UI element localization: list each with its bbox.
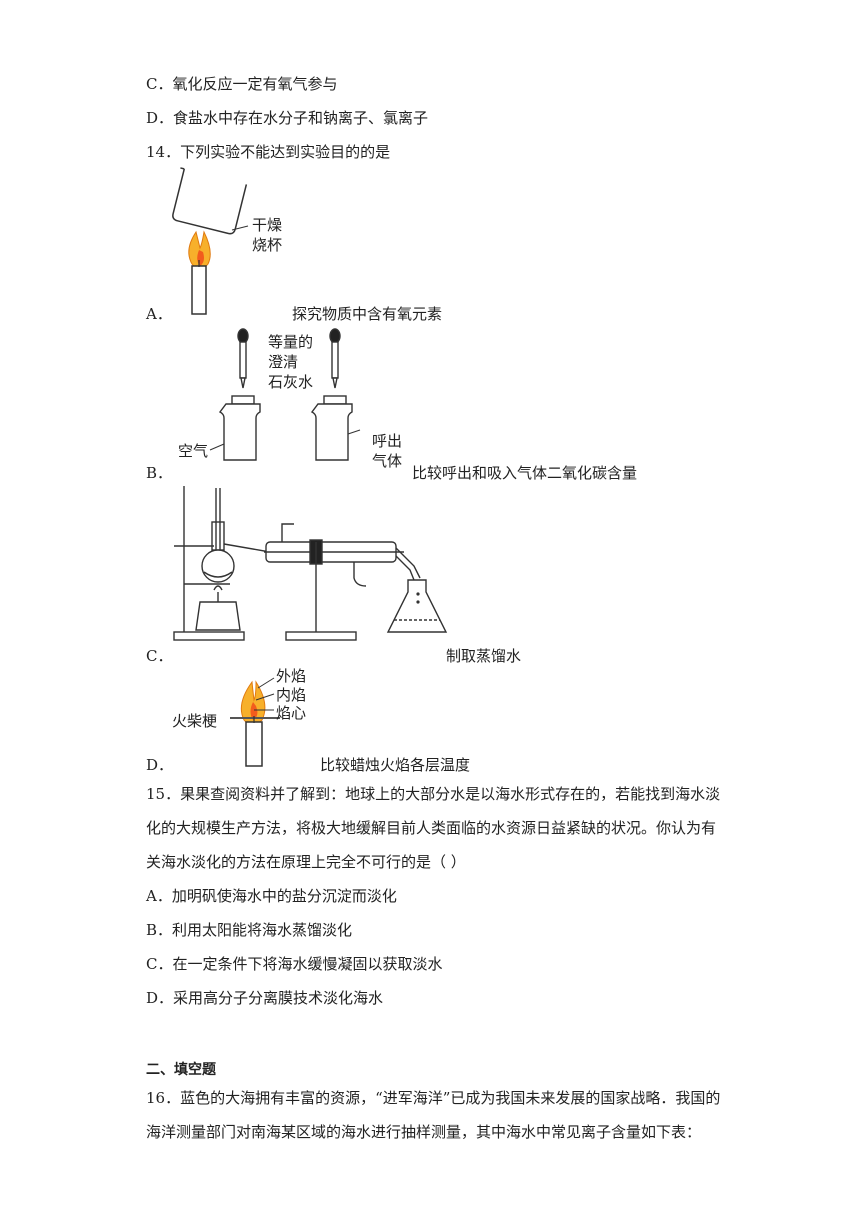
q13-option-c: C．氧化反应一定有氧气参与 (146, 75, 338, 93)
candle-beaker-diagram (172, 167, 249, 315)
q15-option-c: C．在一定条件下将海水缓慢凝固以获取淡水 (146, 955, 443, 973)
q16-line-1: 16．蓝色的大海拥有丰富的资源，“进军海洋”已成为我国未来发展的国家战略．我国的 (146, 1089, 721, 1107)
air-label: 空气 (178, 442, 209, 460)
q14-b-letter: B． (146, 464, 173, 482)
exhaled-gas-label-1: 呼出 (372, 432, 403, 450)
candle-flame-layers-diagram (230, 677, 280, 767)
q14-stem: 14．下列实验不能达到实验目的的是 (146, 143, 391, 161)
q14-a-letter: A． (146, 305, 172, 323)
dry-beaker-label-1: 干燥 (252, 216, 283, 234)
matchstick-label: 火柴梗 (172, 712, 218, 730)
q15-option-b: B．利用太阳能将海水蒸馏淡化 (146, 921, 353, 939)
limewater-label-3: 石灰水 (268, 373, 314, 391)
q15-option-d: D．采用高分子分离膜技术淡化海水 (146, 989, 384, 1007)
outer-flame-label: 外焰 (276, 667, 307, 685)
limewater-label-1: 等量的 (268, 333, 314, 351)
dry-beaker-label-2: 烧杯 (252, 236, 283, 254)
inner-flame-label: 内焰 (276, 686, 307, 704)
gas-bottles-diagram (209, 328, 361, 461)
q15-stem-line-2: 化的大规模生产方法，将极大地缓解目前人类面临的水资源日益紧缺的状况。你认为有 (146, 819, 717, 837)
section-title: 二、填空题 (146, 1062, 216, 1078)
limewater-label-2: 澄清 (268, 353, 299, 371)
q15-stem-line-3: 关海水淡化的方法在原理上完全不可行的是（ ） (146, 853, 466, 871)
q14-d-caption: 比较蜡烛火焰各层温度 (320, 756, 471, 774)
q14-d-letter: D． (146, 756, 174, 774)
q15-option-a: A．加明矾使海水中的盐分沉淀而淡化 (146, 887, 397, 905)
distillation-apparatus-diagram (173, 486, 448, 641)
flame-core-label: 焰心 (276, 704, 307, 722)
q14-a-caption: 探究物质中含有氧元素 (292, 305, 443, 323)
q16-line-2: 海洋测量部门对南海某区域的海水进行抽样测量，其中海水中常见离子含量如下表： (146, 1123, 702, 1141)
q13-option-d: D．食盐水中存在水分子和钠离子、氯离子 (146, 109, 429, 127)
exhaled-gas-label-2: 气体 (372, 452, 403, 470)
q15-stem-line-1: 15．果果查阅资料并了解到：地球上的大部分水是以海水形式存在的，若能找到海水淡 (146, 785, 721, 803)
q14-b-caption: 比较呼出和吸入气体二氧化碳含量 (412, 464, 638, 482)
q14-c-caption: 制取蒸馏水 (446, 647, 522, 665)
q14-c-letter: C． (146, 647, 173, 665)
